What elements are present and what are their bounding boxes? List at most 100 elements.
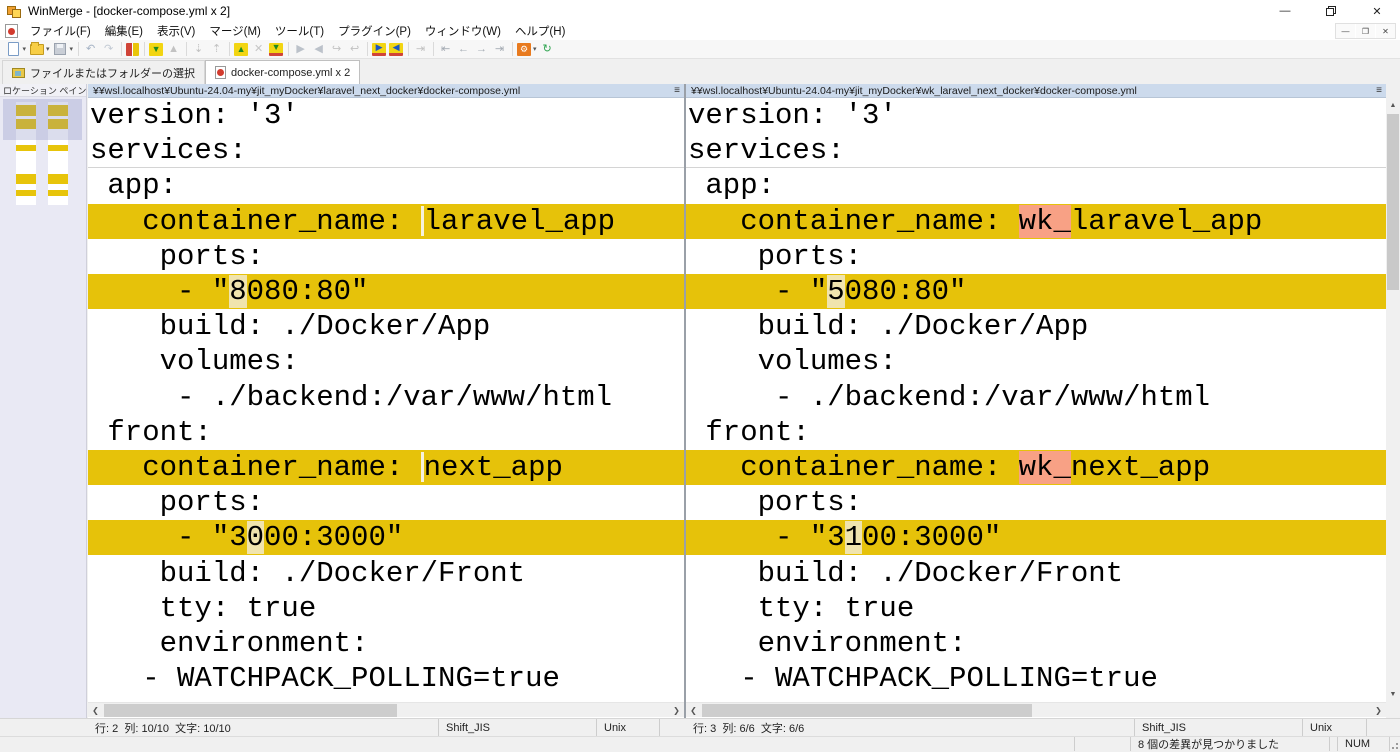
- location-bar-left[interactable]: [16, 102, 36, 205]
- scroll-up-icon[interactable]: ▲: [1389, 102, 1397, 109]
- code-line[interactable]: - WATCHPACK_POLLING=true: [686, 661, 1386, 696]
- code-line[interactable]: ports:: [686, 239, 1386, 274]
- code-line[interactable]: app:: [88, 168, 684, 203]
- first-file-button[interactable]: ⇤: [437, 40, 455, 58]
- code-line[interactable]: build: ./Docker/Front: [88, 555, 684, 590]
- save-button[interactable]: ▾: [51, 40, 75, 58]
- code-line[interactable]: - ./backend:/var/www/html: [88, 380, 684, 415]
- right-horizontal-scrollbar[interactable]: ❮ ❯: [686, 702, 1386, 717]
- code-line[interactable]: volumes:: [686, 344, 1386, 379]
- code-line[interactable]: ports:: [88, 239, 684, 274]
- code-line[interactable]: ports:: [686, 485, 1386, 520]
- menu-item-3[interactable]: 表示(V): [157, 26, 196, 38]
- code-line[interactable]: environment:: [88, 626, 684, 661]
- auto-merge-button[interactable]: ⇥: [412, 40, 430, 58]
- scroll-right-icon[interactable]: ❯: [1375, 706, 1382, 715]
- left-path-header[interactable]: ¥¥wsl.localhost¥Ubuntu-24.04-my¥jit_myDo…: [88, 84, 684, 98]
- left-horizontal-scrollbar[interactable]: ❮ ❯: [88, 702, 684, 717]
- dropdown-caret-icon[interactable]: ▾: [22, 46, 27, 53]
- code-line[interactable]: environment:: [686, 626, 1386, 661]
- diff-code-line[interactable]: container_name: laravel_app: [88, 203, 684, 239]
- header-menu-icon[interactable]: ≡: [1376, 85, 1382, 96]
- close-button[interactable]: ✕: [1372, 5, 1382, 18]
- menu-item-5[interactable]: ツール(T): [274, 26, 325, 38]
- location-pane-body[interactable]: [0, 97, 86, 735]
- menu-item-6[interactable]: プラグイン(P): [338, 26, 411, 38]
- code-line[interactable]: app:: [686, 168, 1386, 203]
- pane-divider[interactable]: [684, 84, 686, 718]
- scroll-down-icon[interactable]: ▼: [1389, 691, 1397, 698]
- last-difference-button[interactable]: ▼: [268, 40, 285, 58]
- copy-right-button[interactable]: ▶: [292, 40, 310, 58]
- previous-difference-button[interactable]: ▲: [165, 40, 183, 58]
- copy-left-advance-button[interactable]: ↩: [346, 40, 364, 58]
- vertical-scrollbar[interactable]: ▲ ▼: [1386, 98, 1400, 717]
- dropdown-caret-icon[interactable]: ▾: [46, 46, 50, 53]
- rescan-button[interactable]: [125, 40, 141, 58]
- last-file-button[interactable]: ⇥: [491, 40, 509, 58]
- tab-docker-compose[interactable]: docker-compose.yml x 2: [205, 60, 361, 84]
- diff-code-line[interactable]: container_name: next_app: [88, 449, 684, 486]
- copy-left-button[interactable]: ◀: [310, 40, 328, 58]
- mdi-close-button[interactable]: ✕: [1376, 24, 1395, 38]
- code-line[interactable]: - WATCHPACK_POLLING=true: [88, 661, 684, 696]
- scroll-left-icon[interactable]: ❮: [690, 706, 697, 715]
- code-line[interactable]: version: '3': [686, 98, 1386, 133]
- mdi-restore-button[interactable]: ❐: [1356, 24, 1375, 38]
- left-hscroll-thumb[interactable]: [104, 704, 397, 717]
- copy-all-right-button[interactable]: ▶: [371, 40, 388, 58]
- menu-item-1[interactable]: ファイル(F): [30, 26, 91, 38]
- dropdown-caret-icon[interactable]: ▾: [533, 46, 537, 53]
- dropdown-caret-icon[interactable]: ▾: [69, 46, 74, 53]
- scroll-right-icon[interactable]: ❯: [673, 706, 680, 715]
- copy-all-left-button[interactable]: ◀: [388, 40, 405, 58]
- code-line[interactable]: ports:: [88, 485, 684, 520]
- code-line[interactable]: services:: [88, 133, 684, 169]
- right-editor[interactable]: version: '3'services: app: container_nam…: [686, 98, 1386, 702]
- previous-conflict-button[interactable]: ⇡: [208, 40, 226, 58]
- restore-button[interactable]: [1308, 0, 1354, 22]
- diff-code-line[interactable]: container_name: wk_next_app: [686, 449, 1386, 486]
- location-bar-right[interactable]: [48, 102, 68, 205]
- next-file-button[interactable]: →: [473, 40, 491, 58]
- code-line[interactable]: front:: [686, 415, 1386, 450]
- code-line[interactable]: volumes:: [88, 344, 684, 379]
- right-path-header[interactable]: ¥¥wsl.localhost¥Ubuntu-24.04-my¥jit_myDo…: [686, 84, 1386, 98]
- redo-button[interactable]: ↷: [100, 40, 118, 58]
- tab-file-folder-select[interactable]: ファイルまたはフォルダーの選択: [2, 60, 205, 84]
- scroll-left-icon[interactable]: ❮: [92, 706, 99, 715]
- previous-file-button[interactable]: ←: [455, 40, 473, 58]
- left-editor[interactable]: version: '3'services: app: container_nam…: [88, 98, 684, 702]
- next-difference-button[interactable]: ▼: [148, 40, 165, 58]
- right-hscroll-thumb[interactable]: [702, 704, 1032, 717]
- current-difference-button[interactable]: ✕: [250, 40, 268, 58]
- code-line[interactable]: - ./backend:/var/www/html: [686, 380, 1386, 415]
- new-file-button[interactable]: ▾: [4, 40, 28, 58]
- code-line[interactable]: tty: true: [686, 591, 1386, 626]
- menu-item-8[interactable]: ヘルプ(H): [514, 26, 566, 38]
- menu-item-4[interactable]: マージ(M): [209, 26, 261, 38]
- diff-code-line[interactable]: container_name: wk_laravel_app: [686, 203, 1386, 239]
- refresh-button[interactable]: ↻: [538, 40, 556, 58]
- vscroll-thumb[interactable]: [1387, 114, 1399, 290]
- code-line[interactable]: tty: true: [88, 591, 684, 626]
- code-line[interactable]: build: ./Docker/Front: [686, 555, 1386, 590]
- menu-item-7[interactable]: ウィンドウ(W): [424, 26, 501, 38]
- open-button[interactable]: ▾: [28, 40, 52, 58]
- code-line[interactable]: version: '3': [88, 98, 684, 133]
- menu-item-2[interactable]: 編集(E): [104, 26, 144, 38]
- minimize-button[interactable]: —: [1279, 5, 1291, 17]
- resize-grip[interactable]: [1390, 737, 1400, 751]
- first-difference-button[interactable]: ▲: [233, 40, 250, 58]
- options-button[interactable]: ⚙▾: [516, 40, 539, 58]
- next-conflict-button[interactable]: ⇣: [190, 40, 208, 58]
- header-menu-icon[interactable]: ≡: [674, 85, 680, 96]
- undo-button[interactable]: ↶: [82, 40, 100, 58]
- code-line[interactable]: build: ./Docker/App: [88, 309, 684, 344]
- code-line[interactable]: front:: [88, 415, 684, 450]
- mdi-minimize-button[interactable]: —: [1336, 24, 1355, 38]
